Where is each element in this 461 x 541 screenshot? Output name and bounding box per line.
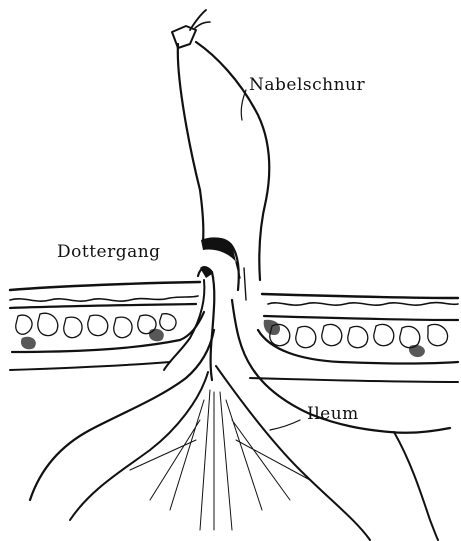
muscle-layer-right — [270, 324, 448, 347]
umbilical-cord — [172, 10, 269, 300]
ileum-label: Ileum — [307, 404, 359, 424]
ileum — [30, 300, 450, 540]
mesentery-fibers — [130, 390, 310, 530]
umbilical-cord-label: Nabelschnur — [249, 75, 365, 95]
abdominal-wall-right — [250, 294, 458, 382]
vitelline-duct-label: Dottergang — [57, 242, 161, 262]
